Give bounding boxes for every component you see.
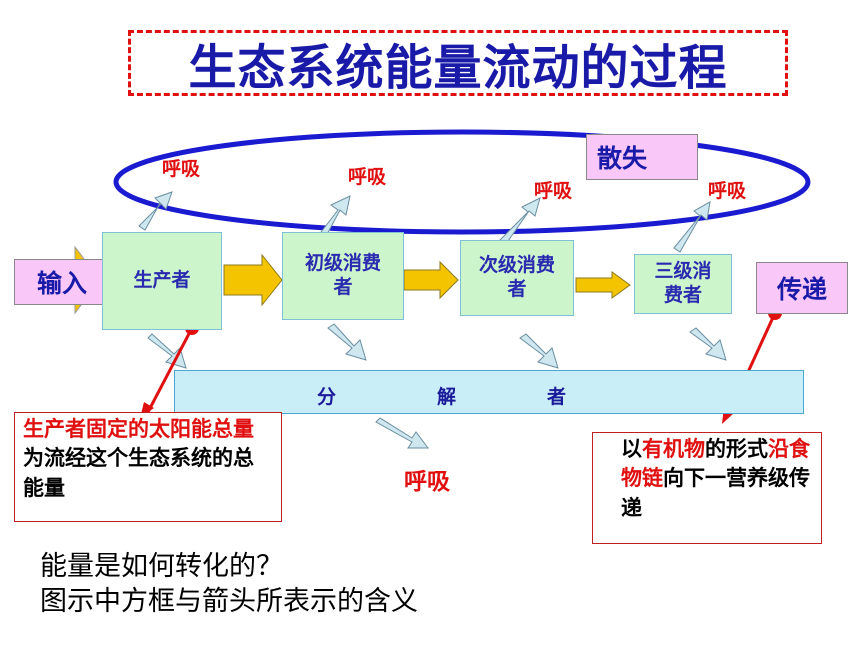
page-title: 生态系统能量流动的过程 [188, 40, 728, 96]
callout-right-text-1: 以 [621, 437, 642, 461]
respiration-label-3: 呼吸 [534, 180, 573, 202]
transfer-label: 传递 [756, 262, 848, 314]
producer-node: 生产者 [102, 232, 222, 330]
respiration-label-2: 呼吸 [348, 166, 387, 188]
respiration-label-1: 呼吸 [162, 158, 201, 180]
callout-left-text: 为流经这个生态系统的总能量 [23, 446, 254, 500]
secondary-consumer-node: 次级消费者 [460, 240, 574, 316]
primary-consumer-node: 初级消费者 [282, 232, 404, 320]
question-line-2: 图示中方框与箭头所表示的含义 [40, 585, 418, 617]
decomposer-char-2: 解 [437, 386, 457, 408]
resp-arrow-4-icon [673, 201, 711, 253]
tertiary-consumer-node: 三级消费者 [634, 254, 732, 314]
respiration-label-5: 呼吸 [404, 469, 450, 495]
flow-arrow-1-icon [223, 253, 283, 307]
flow-arrow-2-icon [403, 260, 459, 300]
title-frame [128, 30, 788, 96]
dissipation-ellipse [113, 129, 811, 235]
callout-right-text-2: 的形式 [705, 437, 768, 461]
decomp-arrow-4-icon [689, 327, 727, 361]
tertiary-consumer-label: 三级消费者 [654, 260, 712, 306]
secondary-consumer-label: 次级消费者 [479, 254, 556, 300]
decomposer-char-1: 分 [317, 386, 337, 408]
decomposer-char-3: 者 [547, 386, 567, 408]
decomposer-bar: 分 解 者 [174, 370, 804, 414]
callout-left: 生产者固定的太阳能总量为流经这个生态系统的总能量 [14, 412, 282, 522]
primary-consumer-label: 初级消费者 [305, 252, 382, 298]
producer-label: 生产者 [133, 269, 191, 292]
question-block: 能量是如何转化的？ 图示中方框与箭头所表示的含义 [40, 550, 418, 619]
flow-arrow-3-icon [575, 271, 631, 299]
callout-right-text-3: 向下一营养级传递 [621, 466, 810, 520]
decomp-arrow-3-icon [519, 333, 559, 369]
decomp-resp-arrow-icon [375, 417, 429, 449]
callout-right-highlight-2: 沿食物链 [621, 437, 810, 491]
dissipate-label: 散失 [586, 134, 698, 180]
callout-right: 以有机物的形式沿食物链向下一营养级传递 [592, 432, 822, 544]
pointer-line-left [146, 327, 194, 413]
resp-arrow-3-icon [499, 197, 541, 245]
resp-arrow-1-icon [138, 191, 173, 231]
respiration-label-4: 呼吸 [708, 180, 747, 202]
decomp-arrow-2-icon [327, 323, 367, 361]
input-label: 输入 [14, 259, 110, 305]
question-line-1: 能量是如何转化的？ [40, 551, 283, 582]
callout-right-highlight-1: 有机物 [642, 437, 705, 461]
callout-left-highlight: 生产者固定的太阳能总量 [23, 417, 254, 441]
